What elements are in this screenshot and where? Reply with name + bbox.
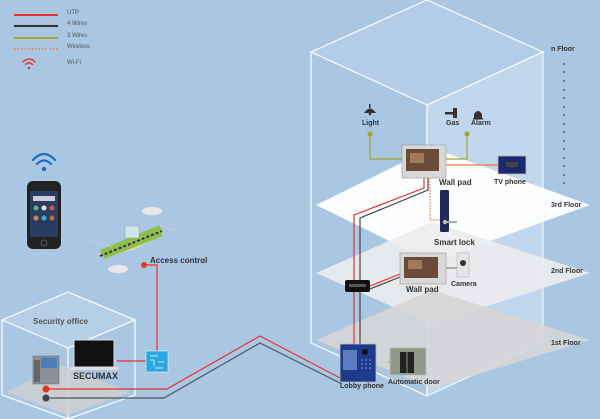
secumax-laptop-icon — [70, 339, 118, 370]
label-gas: Gas — [446, 120, 460, 127]
wire-wireless-lock — [429, 178, 440, 221]
gas-icon — [445, 108, 457, 118]
building-left-edge — [310, 52, 428, 397]
guard-phone-icon — [32, 355, 60, 385]
legend-label-4wires: 4 Wires — [67, 21, 88, 27]
wallpad-2nd-icon — [399, 252, 447, 285]
wallpad-3rd-icon — [401, 144, 447, 179]
legend-label-wireless: Wireless — [67, 44, 91, 50]
legend-label-utp: UTP — [67, 10, 79, 16]
legend-label-wifi: Wi-Fi — [67, 60, 81, 66]
label-alarm: Alarm — [471, 120, 491, 127]
security-office-box — [0, 291, 137, 419]
floor-slab-1st — [316, 290, 590, 388]
wifi-legend-icon — [22, 58, 36, 70]
label-tv-phone: TV phone — [494, 179, 526, 186]
tv-phone-icon — [497, 155, 527, 175]
lobby-phone-icon — [339, 343, 377, 383]
wire-4wires-wallpad2 — [369, 276, 401, 290]
alarm-icon — [473, 111, 483, 120]
access-control-illustration — [84, 207, 178, 273]
dot-access — [141, 262, 147, 268]
smartphone-icon — [27, 181, 61, 249]
label-wallpad-3rd: Wall pad — [439, 178, 472, 187]
light-icon — [364, 104, 376, 116]
label-secumax: SECUMAX — [73, 371, 119, 381]
wire-3wires-gas — [446, 134, 468, 160]
floor-label-3rd: 3rd Floor — [551, 202, 582, 209]
dot-security-utp — [42, 385, 50, 393]
label-security-office: Security office — [33, 317, 89, 326]
wire-3wires-light — [369, 134, 405, 160]
network-switch-icon — [345, 280, 370, 292]
automatic-door-icon — [389, 347, 427, 376]
label-lobby-phone: Lobby phone — [340, 383, 384, 390]
floor-slab-2nd — [316, 222, 590, 324]
legend-label-3wires: 3 Wires — [67, 33, 88, 39]
legend — [14, 14, 58, 70]
label-smart-lock: Smart lock — [434, 238, 475, 247]
label-wallpad-2nd: Wall pad — [406, 285, 439, 294]
dot-gas — [464, 131, 470, 137]
camera-icon — [456, 252, 470, 278]
floor-label-n: n Floor — [551, 46, 575, 53]
wire-4wires-main — [46, 342, 343, 399]
wire-utp-wallpad2 — [369, 273, 401, 287]
floor-label-1st: 1st Floor — [551, 340, 581, 347]
network-hub-icon — [145, 350, 169, 373]
floor-label-2nd: 2nd Floor — [551, 268, 583, 275]
label-light: Light — [362, 120, 380, 127]
floor-ellipsis — [563, 63, 565, 184]
label-camera: Camera — [451, 281, 477, 288]
floor-slab-3rd — [316, 148, 590, 262]
wifi-icon — [31, 152, 57, 172]
wires — [46, 134, 500, 399]
wire-utp-main — [46, 335, 341, 390]
wire-utp-access — [144, 264, 158, 351]
label-automatic-door: Automatic door — [388, 379, 440, 386]
label-access-control: Access control — [150, 256, 208, 265]
dot-security-4wires — [42, 394, 50, 402]
dot-light — [367, 131, 373, 137]
smart-lock-icon — [440, 190, 457, 232]
